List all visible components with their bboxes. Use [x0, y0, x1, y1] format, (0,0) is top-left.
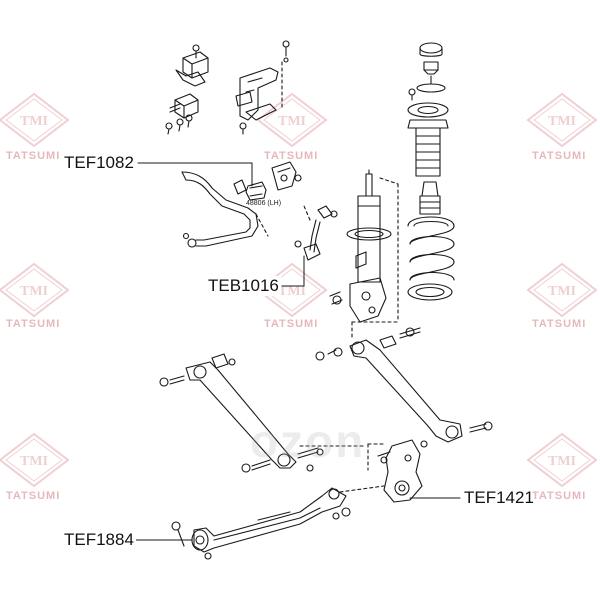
watermark-brand-text: TATSUMI: [6, 490, 61, 502]
tmi-logo-text: TMI: [20, 284, 48, 299]
part-note: 48806 (LH): [246, 200, 282, 207]
leader-teb1016: [281, 255, 305, 287]
watermark-brand-text: TATSUMI: [532, 150, 587, 162]
trailing-arm: [171, 485, 385, 560]
coil-spring: [407, 216, 455, 301]
tmi-logo-text: TMI: [548, 114, 576, 129]
tmi-logo-text: TMI: [548, 284, 576, 299]
callout-tef1082: TEF1082: [62, 153, 136, 173]
callout-tef1884: TEF1884: [62, 530, 136, 550]
tmi-logo-text: TMI: [278, 284, 306, 299]
stabilizer-link: [294, 205, 338, 261]
tmi-logo-text: TMI: [20, 114, 48, 129]
stabilizer-bushing: [233, 161, 302, 201]
watermark-brand-text: TATSUMI: [532, 490, 587, 502]
watermark-brand-text: TATSUMI: [6, 150, 61, 162]
rear-knuckle: [367, 439, 423, 503]
tmi-logo-text: TMI: [278, 114, 306, 129]
tmi-logo-watermark: TMI: [0, 262, 70, 318]
tmi-logo-watermark: TMI: [256, 262, 328, 318]
callout-tef1421: TEF1421: [462, 488, 536, 508]
watermark-brand-text: TATSUMI: [264, 150, 319, 162]
tmi-logo-watermark: TMI: [0, 432, 70, 488]
callout-leaders: [135, 162, 461, 541]
stabilizer-bracket-large: [235, 40, 290, 135]
upper-lateral-arm: [315, 327, 493, 448]
stabilizer-bracket-small: [165, 44, 209, 135]
tmi-logo-watermark: TMI: [256, 92, 328, 148]
ozon-watermark: ozon: [250, 415, 366, 467]
watermark-brand-text: TATSUMI: [264, 318, 319, 330]
leader-tef1082: [137, 162, 253, 187]
stabilizer-bar: [181, 171, 269, 248]
tmi-logo-text: TMI: [20, 454, 48, 469]
tmi-logo-watermark: TMI: [526, 432, 598, 488]
watermark-brand-text: TATSUMI: [6, 318, 61, 330]
tmi-logo-watermark: TMI: [526, 262, 598, 318]
callout-teb1016: TEB1016: [206, 276, 281, 296]
tmi-logo-watermark: TMI: [0, 92, 70, 148]
tmi-logo-watermark: TMI: [526, 92, 598, 148]
lower-lateral-arm: [159, 353, 367, 473]
shock-absorber: [329, 169, 399, 341]
watermark-brand-text: TATSUMI: [532, 318, 587, 330]
strut-mount-assembly: [407, 42, 449, 215]
tmi-logo-text: TMI: [548, 454, 576, 469]
